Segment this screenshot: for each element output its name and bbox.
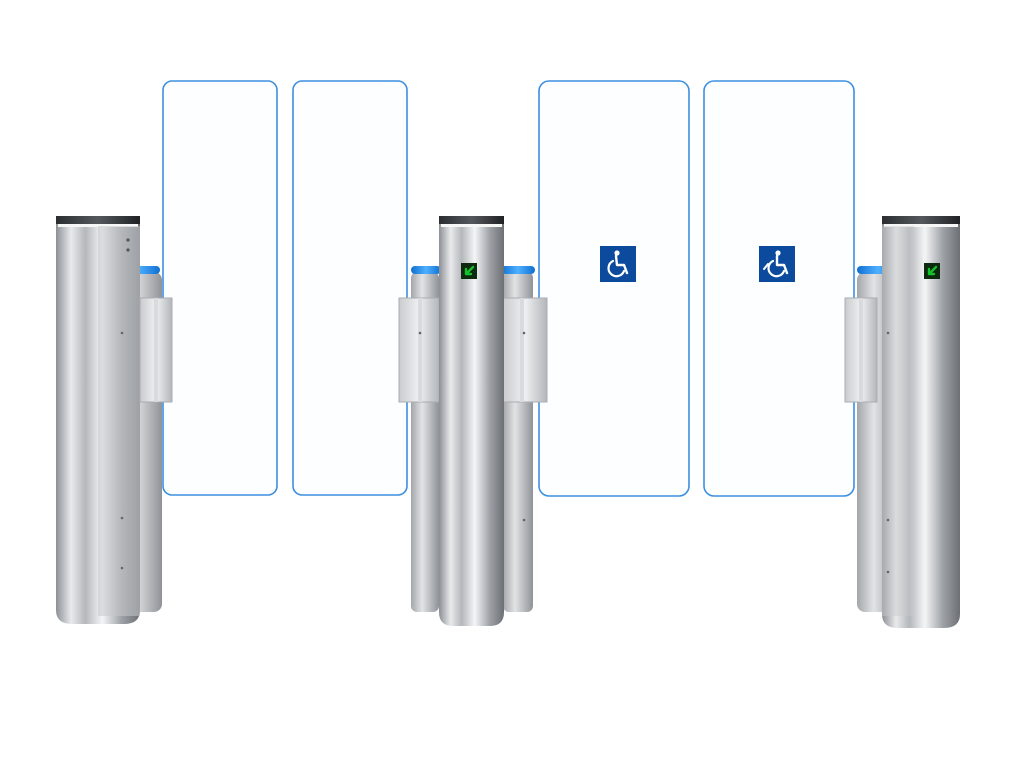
glass-wing-2	[292, 80, 408, 496]
glass-wing-4	[703, 80, 855, 497]
wheelchair-icon	[600, 246, 636, 282]
glass-wing-1	[162, 80, 278, 496]
green-arrow-icon	[461, 263, 477, 279]
glass-wing-3	[538, 80, 690, 497]
led-ring	[411, 266, 441, 274]
center-pedestal	[398, 216, 548, 626]
left-pedestal	[56, 216, 173, 624]
wheelchair-icon	[759, 246, 795, 282]
green-arrow-icon	[924, 263, 940, 279]
right-pedestal	[844, 216, 960, 628]
led-ring	[501, 266, 535, 274]
glass-wings	[162, 80, 855, 497]
